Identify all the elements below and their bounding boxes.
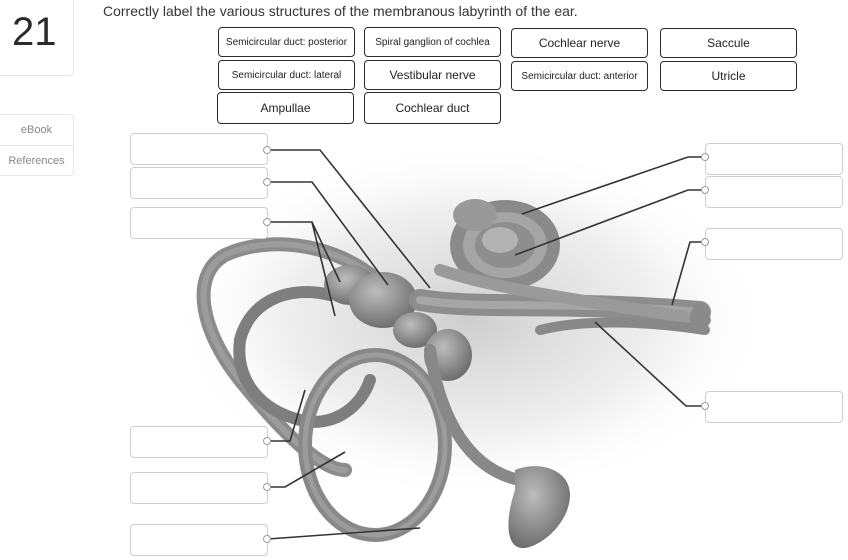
drop-target-right-3[interactable] [705, 228, 843, 260]
question-number: 21 [12, 10, 57, 54]
drop-target-left-5[interactable] [130, 472, 268, 504]
drop-target-left-1[interactable] [130, 133, 268, 165]
label-vestibular-nerve[interactable]: Vestibular nerve [364, 60, 501, 90]
leader-dot [701, 153, 709, 161]
leader-dot [701, 402, 709, 410]
ebook-link[interactable]: eBook [20, 124, 53, 136]
label-cochlear-nerve[interactable]: Cochlear nerve [511, 28, 648, 58]
drop-target-right-1[interactable] [705, 143, 843, 175]
leader-dot [701, 186, 709, 194]
drop-target-left-2[interactable] [130, 167, 268, 199]
drop-target-left-4[interactable] [130, 426, 268, 458]
label-semicircular-duct-anterior[interactable]: Semicircular duct: anterior [511, 61, 648, 91]
leader-dot [263, 178, 271, 186]
drop-target-right-4[interactable] [705, 391, 843, 423]
leader-dot [263, 483, 271, 491]
label-spiral-ganglion-of-cochlea[interactable]: Spiral ganglion of cochlea [364, 27, 501, 57]
label-utricle[interactable]: Utricle [660, 61, 797, 91]
label-ampullae[interactable]: Ampullae [217, 92, 354, 124]
drop-target-left-3[interactable] [130, 207, 268, 239]
leader-dot [263, 218, 271, 226]
leader-dot [701, 238, 709, 246]
question-prompt: Correctly label the various structures o… [103, 3, 578, 19]
question-number-box: 21 [0, 0, 74, 76]
leader-dot [263, 535, 271, 543]
label-saccule[interactable]: Saccule [660, 28, 797, 58]
label-cochlear-duct[interactable]: Cochlear duct [364, 92, 501, 124]
drop-target-left-6[interactable] [130, 524, 268, 556]
leader-dot [263, 437, 271, 445]
references-link[interactable]: References [0, 145, 73, 175]
leader-dot [263, 146, 271, 154]
drop-target-right-2[interactable] [705, 176, 843, 208]
label-semicircular-duct-posterior[interactable]: Semicircular duct: posterior [218, 27, 355, 57]
resource-links: eBook References [0, 114, 74, 176]
label-semicircular-duct-lateral[interactable]: Semicircular duct: lateral [218, 60, 355, 90]
